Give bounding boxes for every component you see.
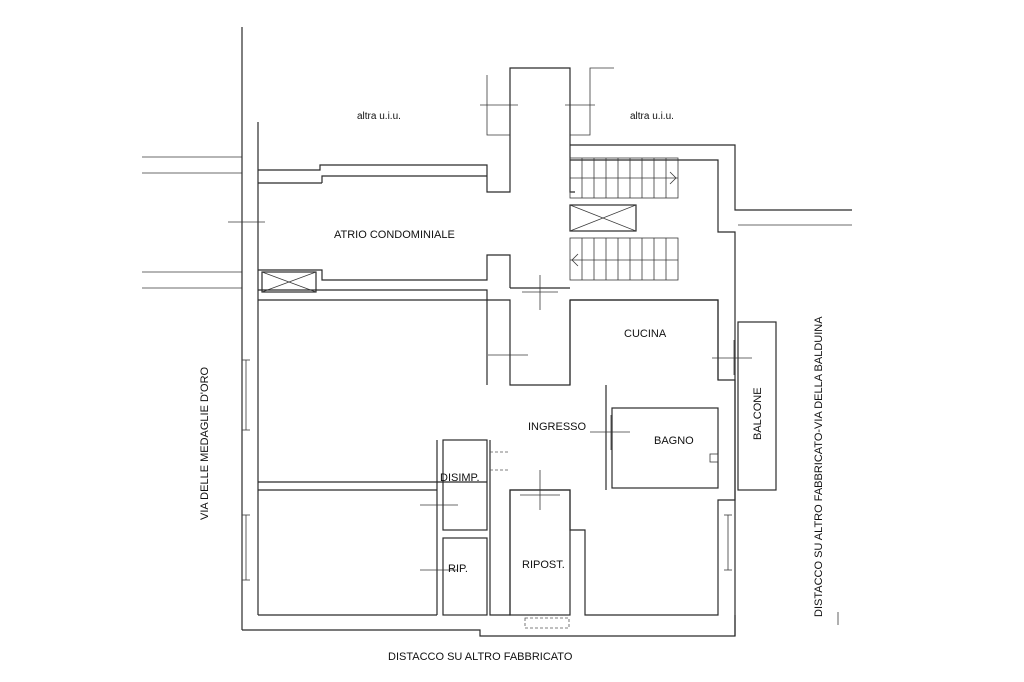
label-bathroom: BAGNO xyxy=(654,435,694,447)
label-balcony: BALCONE xyxy=(752,387,764,440)
label-closet: RIP. xyxy=(448,563,468,575)
label-street-left: VIA DELLE MEDAGLIE D'ORO xyxy=(199,366,211,520)
walls xyxy=(142,27,852,637)
label-other-unit-right: altra u.i.u. xyxy=(630,111,674,122)
stair-arrow-icons xyxy=(571,171,677,267)
label-street-right: DISTACCO SU ALTRO FABBRICATO-VIA DELLA B… xyxy=(813,316,825,617)
label-bottom-note: DISTACCO SU ALTRO FABBRICATO xyxy=(388,651,573,663)
label-entrance: INGRESSO xyxy=(528,421,587,433)
label-other-unit-left: altra u.i.u. xyxy=(357,111,401,122)
label-kitchen: CUCINA xyxy=(624,328,667,340)
label-hallway: DISIMP. xyxy=(440,472,480,484)
label-atrium: ATRIO CONDOMINIALE xyxy=(334,229,455,241)
label-storage: RIPOST. xyxy=(522,559,565,571)
